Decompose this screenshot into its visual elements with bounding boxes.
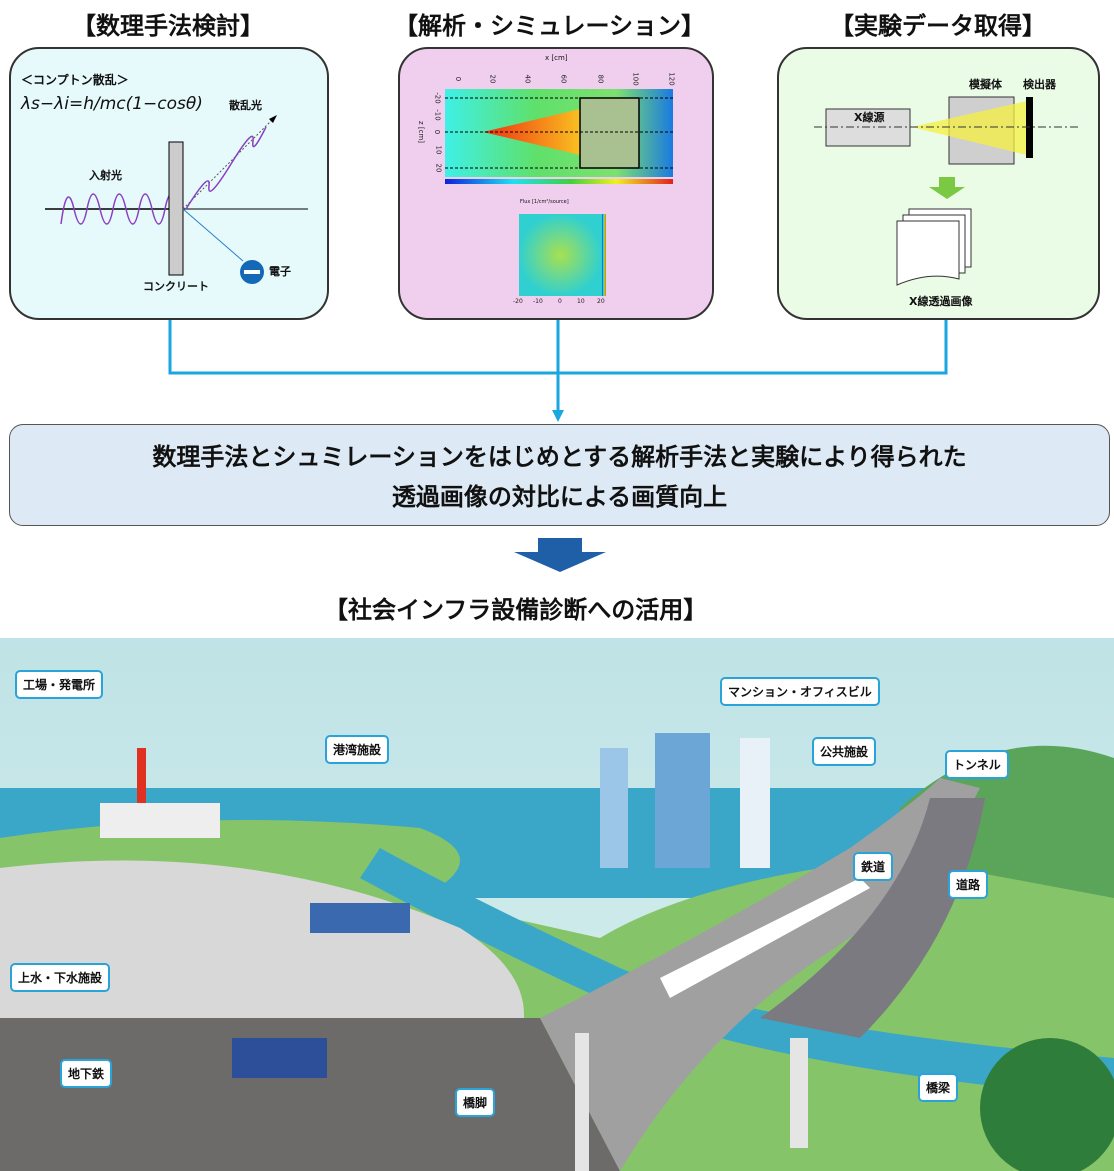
lower-x-tick: -20	[513, 298, 523, 305]
sim-x-tick: 60	[559, 74, 568, 84]
callout-public-facility: 公共施設	[812, 737, 877, 766]
sim-y-tick: 10	[434, 145, 443, 155]
panel-title-simulation: 【解析・シミュレーション】	[394, 12, 706, 40]
sim-y-tick: -10	[433, 109, 442, 121]
connector-lines	[168, 320, 948, 422]
down-arrow-icon	[929, 177, 965, 199]
panel-experiment: X線源 模擬体 検出器 X線透過画像	[777, 47, 1100, 320]
lower-x-tick: -10	[533, 298, 543, 305]
sim-x-tick: 120	[667, 72, 676, 86]
callout-apartment-office: マンション・オフィスビル	[720, 677, 880, 706]
incident-label: 入射光	[89, 169, 122, 182]
sim-x-axis-label: x [cm]	[545, 54, 568, 62]
electron-label: 電子	[269, 265, 291, 278]
callout-pier: 橋脚	[455, 1088, 496, 1117]
scattered-label: 散乱光	[229, 99, 262, 112]
panel-title-math: 【数理手法検討】	[72, 12, 264, 40]
xray-source-label: X線源	[854, 111, 885, 124]
callout-factory-power-plant: 工場・発電所	[15, 670, 104, 699]
callout-port-facility: 港湾施設	[325, 735, 390, 764]
sim-x-tick: 80	[596, 74, 605, 84]
callout-subway: 地下鉄	[60, 1059, 113, 1088]
xray-image-label: X線透過画像	[909, 295, 973, 308]
summary-line-1: 数理手法とシュミレーションをはじめとする解析手法と実験により得られた	[152, 443, 967, 471]
sim-y-axis-label: z [cm]	[417, 120, 426, 144]
compton-heading: ＜コンプトン散乱＞	[21, 73, 129, 87]
callout-bridge: 橋梁	[918, 1073, 959, 1102]
sim-y-tick: 0	[433, 129, 442, 135]
sim-x-tick: 20	[488, 74, 497, 84]
panel-simulation: x [cm] 0 20 40 60 80 100 120 -20 -10 0 1…	[398, 47, 714, 320]
sim-x-tick: 40	[523, 74, 532, 84]
application-title: 【社会インフラ設備診断への活用】	[324, 596, 708, 624]
lower-x-tick: 20	[597, 298, 605, 305]
sim-y-tick: -20	[433, 92, 442, 104]
compton-formula: λs−λi=h/mc(1−cosθ)	[21, 94, 203, 114]
callout-water-sewage: 上水・下水施設	[10, 963, 111, 992]
simulation-plots	[445, 89, 673, 296]
lower-x-tick: 0	[558, 298, 562, 305]
summary-line-2: 透過画像の対比による画質向上	[391, 483, 728, 511]
concrete-label: コンクリート	[143, 280, 209, 293]
sim-y-tick: 20	[434, 163, 443, 173]
colorbar-label: Flux [1/cm²/source]	[520, 199, 569, 205]
panel-math: ＜コンプトン散乱＞ λs−λi=h/mc(1−cosθ) 入射光 散乱光 コンク…	[9, 47, 329, 320]
sim-x-tick: 0	[454, 76, 463, 82]
xray-setup-diagram	[814, 96, 1079, 286]
panel-title-experiment: 【実験データ取得】	[830, 12, 1046, 40]
summary-box: 数理手法とシュミレーションをはじめとする解析手法と実験により得られた 透過画像の…	[9, 424, 1110, 526]
down-arrow-icon	[514, 538, 606, 572]
callout-road: 道路	[948, 870, 989, 899]
callout-tunnel: トンネル	[945, 750, 1009, 779]
compton-diagram	[45, 115, 308, 284]
sim-x-tick: 100	[631, 72, 640, 86]
lower-x-tick: 10	[577, 298, 585, 305]
callout-railway: 鉄道	[853, 852, 894, 881]
detector-label: 検出器	[1023, 78, 1056, 91]
phantom-label: 模擬体	[969, 78, 1002, 91]
